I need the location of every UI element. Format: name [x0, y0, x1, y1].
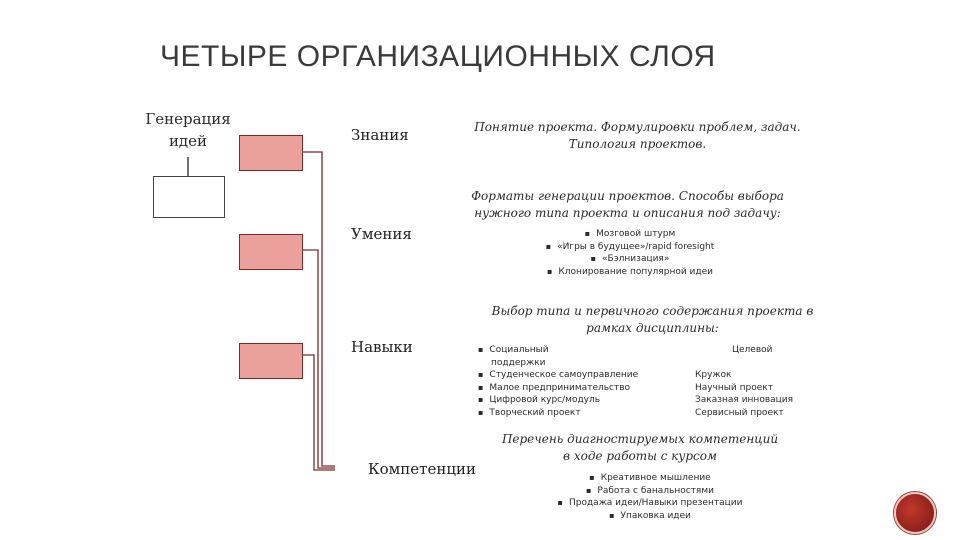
knowledge-box — [239, 135, 303, 171]
layer-knowledge: Знания — [351, 126, 409, 144]
list-item: Продажа идеи/Навыки презентации — [530, 497, 770, 510]
target-projects-heading: Целевой — [732, 345, 773, 355]
abilities-description: Выбор типа и первичного содержания проек… — [480, 303, 825, 337]
layer-skills: Умения — [351, 225, 412, 243]
target-projects-list: Кружок Научный проект Заказная инновация… — [695, 369, 815, 419]
skills-box — [239, 234, 303, 270]
list-item: Социальный — [478, 344, 678, 357]
list-item: Малое предпринимательство — [478, 382, 678, 395]
list-item: Мозговой штурм — [515, 228, 745, 241]
abilities-box — [239, 343, 303, 379]
skills-list: Мозговой штурм «Игры в будущее»/rapid fo… — [515, 228, 745, 278]
bracket-line-outer — [303, 151, 335, 467]
list-item: «Бэлнизация» — [515, 253, 745, 266]
competencies-line2: в ходе работы с курсом — [563, 449, 717, 463]
list-item: Клонирование популярной идеи — [515, 266, 745, 279]
list-item: «Игры в будущее»/rapid foresight — [515, 241, 745, 254]
abilities-line2: рамках дисциплины: — [586, 321, 719, 335]
bracket-line-abilities — [303, 354, 335, 471]
layer-abilities: Навыки — [351, 338, 413, 356]
competencies-line1: Перечень диагностируемых компетенций — [501, 432, 779, 446]
list-item: Студенческое самоуправление — [478, 369, 678, 382]
knowledge-line1: Понятие проекта. Формулировки проблем, з… — [474, 120, 801, 134]
generation-line1: Генерация — [145, 110, 231, 128]
list-item: Упаковка идеи — [530, 510, 770, 523]
layer-competencies: Компетенции — [368, 460, 476, 478]
generation-line2: идей — [168, 132, 208, 150]
competencies-description: Перечень диагностируемых компетенций в х… — [480, 431, 800, 465]
abilities-line1: Выбор типа и первичного содержания проек… — [491, 304, 814, 318]
list-item: Креативное мышление — [530, 472, 770, 485]
list-item: Кружок — [695, 370, 732, 380]
competencies-list: Креативное мышление Работа с банальностя… — [530, 472, 770, 522]
list-item: Сервисный проект — [695, 407, 784, 418]
list-item: Работа с банальностями — [530, 485, 770, 498]
page-title: ЧЕТЫРЕ ОРГАНИЗАЦИОННЫХ СЛОЯ — [160, 40, 716, 73]
list-item: Научный проект — [695, 382, 773, 393]
social-projects-list: Социальный поддержки Студенческое самоуп… — [478, 344, 678, 419]
generation-label: Генерация идей — [138, 108, 238, 152]
list-item: Творческий проект — [478, 407, 678, 420]
skills-line2: нужного типа проекта и описания под зада… — [474, 206, 781, 220]
list-item: Заказная инновация — [695, 395, 794, 405]
list-item: поддержки — [491, 357, 546, 368]
logo-emblem-icon — [894, 492, 936, 534]
list-item: Цифровой курс/модуль — [478, 394, 678, 407]
knowledge-description: Понятие проекта. Формулировки проблем, з… — [470, 119, 805, 153]
skills-description: Форматы генерации проектов. Способы выбо… — [455, 188, 800, 222]
generation-box — [153, 176, 225, 218]
bracket-line-skills — [303, 249, 335, 469]
knowledge-line2: Типология проектов. — [568, 137, 707, 151]
skills-line1: Форматы генерации проектов. Способы выбо… — [471, 189, 784, 203]
